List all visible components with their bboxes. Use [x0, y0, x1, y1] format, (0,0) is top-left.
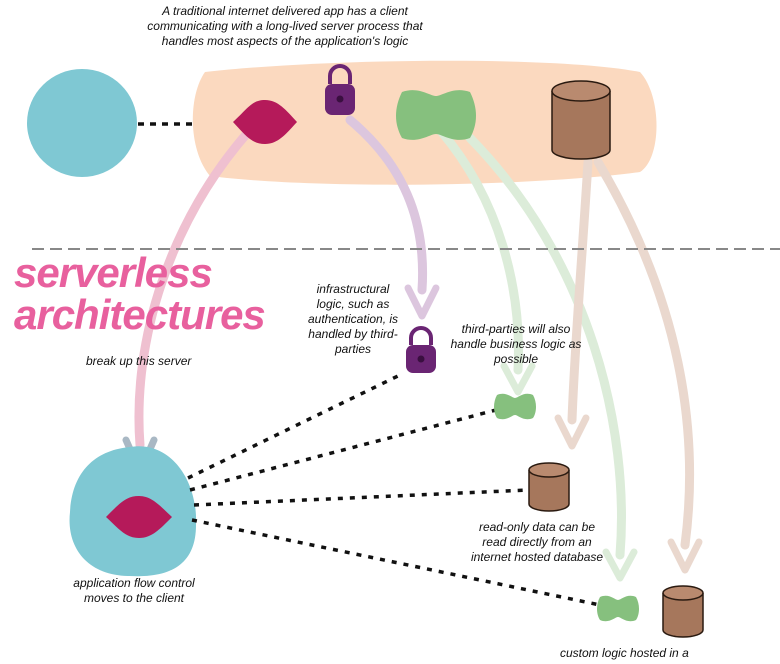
link-to-auth: [187, 372, 403, 480]
lock-icon-thirdparty: [406, 326, 436, 373]
database-icon-readonly: [528, 462, 570, 512]
custom-note: custom logic hosted in a: [560, 646, 689, 660]
arrowhead-business: [500, 362, 536, 396]
arrow-business-to-thirdparty: [435, 125, 523, 375]
client-circle: [27, 69, 137, 177]
page-title: serverless architectures: [14, 249, 266, 338]
infra-note: infrastructural logic, such as authentic…: [307, 282, 399, 356]
arrow-auth-to-thirdparty: [345, 115, 428, 295]
bone-icon-thirdparty: [494, 393, 536, 420]
arrow-database-to-custom: [593, 157, 695, 550]
intro-text: A traditional internet delivered app has…: [147, 4, 423, 48]
lock-icon: [325, 64, 355, 115]
database-icon-custom: [662, 585, 704, 638]
arrow-business-to-custom: [465, 133, 626, 560]
arrow-flow-to-client: [134, 125, 255, 450]
database-icon: [551, 80, 611, 160]
client-note: application flow control moves to the cl…: [73, 576, 195, 605]
arrowhead-custom-business: [602, 548, 638, 582]
arrowhead-custom-database: [667, 538, 703, 574]
break-up-text: break up this server: [86, 354, 192, 368]
third-party-note: third-parties will also handle business …: [450, 322, 582, 366]
bone-icon-custom: [597, 595, 639, 622]
flow-diamond-icon: [233, 100, 297, 144]
migration-arrows: [134, 115, 695, 560]
readonly-note: read-only data can be read directly from…: [470, 520, 604, 564]
bone-icon: [396, 90, 476, 140]
link-to-custom: [191, 518, 601, 607]
arrowhead-readonly: [554, 414, 590, 450]
arrow-database-to-readonly: [567, 157, 593, 425]
link-to-business: [189, 408, 497, 492]
flow-diamond-icon-lower: [106, 496, 172, 538]
link-to-database: [193, 488, 529, 507]
arrowhead-auth: [404, 284, 440, 320]
client-links: [187, 372, 601, 607]
